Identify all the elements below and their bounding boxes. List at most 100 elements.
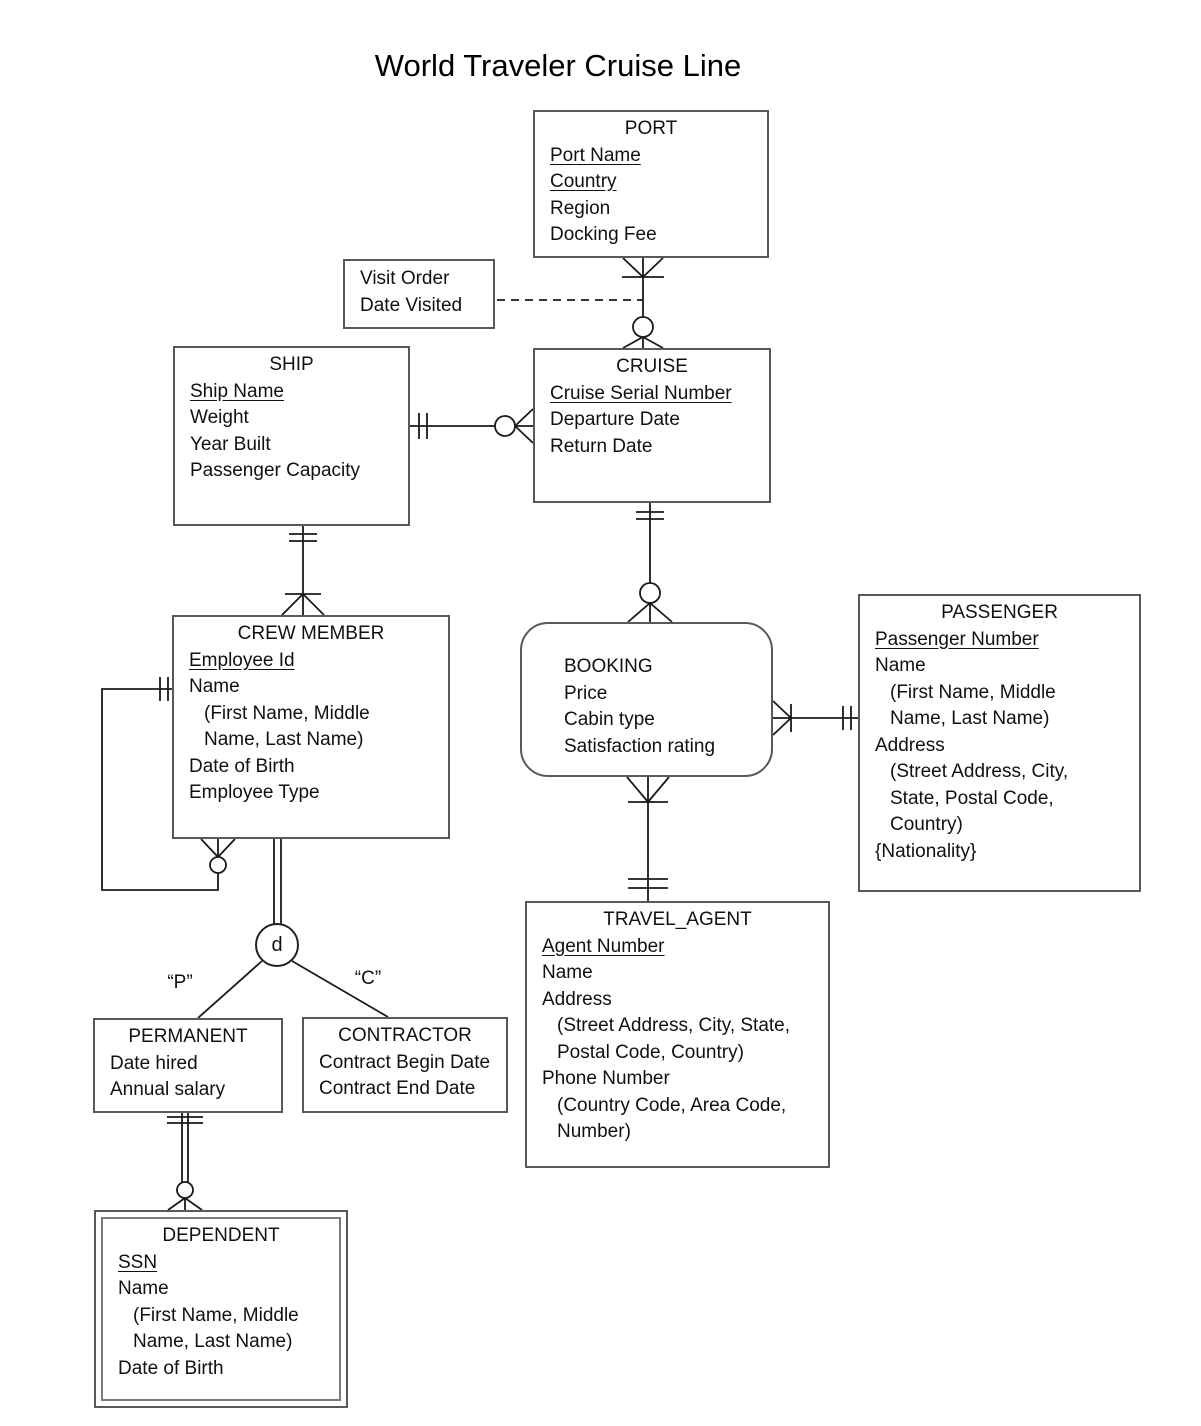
attribute: Date of Birth (118, 1357, 224, 1379)
crowfoot-many-icon (622, 257, 664, 278)
attribute: (First Name, Middle (890, 681, 1056, 703)
branch-line-contractor (291, 960, 389, 1018)
entity-title: TRAVEL_AGENT (603, 909, 752, 930)
connector-ship-cruise (410, 408, 534, 444)
attribute: Name (875, 655, 926, 676)
attribute: Employee Id (189, 649, 295, 671)
attribute: Date Visited (360, 294, 463, 316)
optional-circle-icon (639, 582, 661, 604)
page-title: World Traveler Cruise Line (374, 48, 742, 83)
crowfoot-many-icon (627, 602, 673, 623)
attribute: Employee Type (189, 782, 320, 803)
crowfoot-many-icon (281, 593, 325, 616)
attribute: (Street Address, City, (890, 761, 1069, 782)
attribute: Postal Code, Country) (557, 1041, 744, 1063)
attribute: Cruise Serial Number (550, 382, 732, 404)
attribute: Weight (190, 407, 249, 428)
connector-port-cruise (497, 257, 664, 349)
branch-line-permanent (197, 960, 263, 1019)
attribute: Name, Last Name) (890, 708, 1050, 729)
attribute: Address (875, 734, 945, 756)
crowfoot-many-icon (772, 700, 792, 736)
attribute: Docking Fee (550, 224, 657, 245)
attribute: Return Date (550, 435, 653, 457)
attribute: Date hired (110, 1052, 198, 1074)
entity-title: CONTRACTOR (338, 1025, 472, 1046)
optional-circle-icon (494, 415, 516, 437)
connector-cruise-booking (627, 503, 673, 623)
branch-label-permanent: “P” (167, 972, 193, 993)
connector-booking-travelagent (626, 776, 670, 901)
attribute: Phone Number (542, 1068, 670, 1089)
specialization-lines (197, 839, 389, 1019)
one-and-only-one-icon (159, 677, 169, 701)
crowfoot-many-icon (167, 1197, 203, 1211)
attribute: Contract Begin Date (319, 1051, 491, 1073)
connector-booking-passenger (772, 700, 858, 736)
attribute: Annual salary (110, 1079, 226, 1100)
entity-title: CRUISE (616, 356, 688, 377)
entity-title: PASSENGER (941, 602, 1058, 623)
crowfoot-many-icon (626, 776, 670, 803)
attribute: Agent Number (542, 935, 665, 957)
attribute: Name (189, 676, 240, 697)
entity-title: PERMANENT (128, 1026, 248, 1047)
attribute: Passenger Capacity (190, 460, 361, 481)
attribute: Ship Name (190, 380, 284, 402)
attribute: Number) (557, 1121, 631, 1142)
one-and-only-one-icon (167, 1116, 203, 1124)
branch-label-contractor: “C” (354, 968, 382, 989)
attribute: SSN (118, 1251, 158, 1273)
entity-title: DEPENDENT (162, 1225, 280, 1246)
one-and-only-one-icon (842, 706, 852, 730)
attribute: (First Name, Middle (133, 1304, 299, 1326)
attribute: Year Built (190, 433, 271, 455)
connector-crewmember-unary (101, 677, 236, 891)
attribute: State, Postal Code, (890, 787, 1054, 809)
attribute: Name, Last Name) (133, 1331, 293, 1352)
specialization-double-line (273, 839, 282, 925)
attribute: Cabin type (564, 709, 655, 730)
attribute: {Nationality} (875, 840, 977, 862)
entity-title: CREW MEMBER (237, 623, 385, 644)
connector-permanent-dependent (167, 1113, 203, 1211)
crowfoot-many-icon (200, 838, 236, 858)
attribute: Contract End Date (319, 1078, 476, 1099)
attribute: Name (118, 1278, 169, 1299)
optional-circle-icon (632, 316, 654, 338)
attribute: Address (542, 988, 612, 1010)
attribute: Date of Birth (189, 755, 295, 777)
attribute: Name, Last Name) (204, 729, 364, 750)
entity-title: SHIP (269, 354, 314, 375)
entity-title: PORT (624, 118, 678, 139)
attribute: Region (550, 197, 611, 219)
attribute: Departure Date (550, 409, 680, 430)
attribute: (Street Address, City, State, (557, 1015, 791, 1036)
identifying-double-line (181, 1113, 189, 1183)
crowfoot-many-icon (622, 336, 664, 349)
attribute: Name (542, 962, 593, 983)
attribute: (Country Code, Area Code, (557, 1094, 787, 1116)
